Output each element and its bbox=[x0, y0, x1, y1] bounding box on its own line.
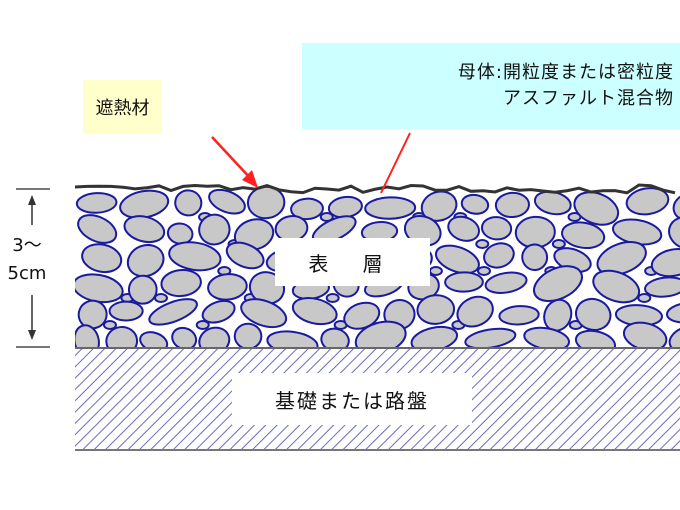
stone bbox=[668, 325, 680, 348]
stone bbox=[447, 215, 481, 242]
stone bbox=[201, 299, 236, 324]
stone bbox=[533, 265, 583, 302]
small-stone bbox=[475, 239, 490, 249]
matrix-callout: 母体:開粒度または密粒度 アスファルト混合物 bbox=[302, 43, 680, 129]
stone bbox=[233, 218, 275, 251]
stone bbox=[480, 216, 513, 241]
stone bbox=[575, 297, 612, 332]
base-layer-label: 基礎または路盤 bbox=[232, 373, 472, 425]
stone bbox=[592, 269, 641, 304]
thickness-line1: 3～ bbox=[12, 235, 42, 256]
stone bbox=[622, 321, 668, 348]
thickness-line2: 5cm bbox=[7, 263, 47, 284]
stone bbox=[77, 214, 118, 244]
stone bbox=[160, 268, 202, 298]
surface-layer-text: 表 層 bbox=[308, 251, 397, 276]
stone bbox=[410, 325, 459, 348]
stone bbox=[456, 295, 494, 328]
stone bbox=[672, 191, 680, 222]
stone bbox=[75, 324, 100, 348]
heat-shield-arrow bbox=[211, 136, 253, 181]
stone bbox=[139, 331, 169, 348]
stone bbox=[126, 243, 165, 278]
stone bbox=[266, 330, 319, 348]
stone bbox=[207, 273, 248, 301]
arrow-head-icon bbox=[242, 170, 258, 188]
small-stone bbox=[195, 320, 210, 330]
stone bbox=[625, 187, 670, 216]
small-stone bbox=[637, 293, 652, 303]
stone bbox=[240, 298, 288, 329]
stone bbox=[561, 221, 606, 249]
stone bbox=[460, 193, 490, 215]
stone bbox=[233, 322, 263, 348]
heat-shield-callout: 遮熱材 bbox=[83, 80, 162, 134]
stone bbox=[168, 241, 222, 272]
arrow-down-icon bbox=[28, 330, 36, 340]
small-stone bbox=[153, 293, 168, 303]
stone bbox=[521, 243, 549, 271]
stone bbox=[650, 248, 680, 278]
stone bbox=[354, 320, 407, 348]
stone bbox=[174, 189, 203, 217]
stone bbox=[81, 243, 123, 274]
stone bbox=[483, 242, 515, 269]
heat-shield-coating bbox=[74, 183, 676, 195]
matrix-pointer-line bbox=[380, 132, 411, 194]
stone bbox=[484, 271, 528, 294]
stone bbox=[198, 213, 231, 246]
thickness-label: 3～ 5cm bbox=[2, 232, 52, 288]
stone bbox=[225, 241, 265, 270]
small-stone bbox=[551, 239, 566, 249]
stone bbox=[148, 298, 198, 326]
stone bbox=[291, 297, 338, 326]
small-stone bbox=[102, 320, 117, 330]
stone bbox=[420, 190, 458, 222]
stone bbox=[494, 191, 530, 219]
matrix-label-line1: 母体:開粒度または密粒度 bbox=[457, 62, 674, 83]
stone bbox=[573, 191, 620, 226]
stone bbox=[498, 305, 540, 326]
stone bbox=[523, 326, 571, 348]
stone bbox=[574, 329, 617, 348]
heat-shield-label: 遮熱材 bbox=[95, 98, 150, 119]
matrix-label-line2: アスファルト混合物 bbox=[503, 88, 674, 109]
base-layer-text: 基礎または路盤 bbox=[275, 388, 429, 413]
stone bbox=[123, 215, 166, 244]
stone bbox=[108, 300, 144, 322]
arrow-up-icon bbox=[28, 195, 36, 205]
small-stone bbox=[319, 212, 334, 222]
stone bbox=[416, 294, 456, 325]
stone bbox=[105, 325, 139, 348]
small-stone bbox=[476, 266, 491, 276]
stone bbox=[435, 244, 480, 275]
small-stone bbox=[325, 293, 340, 303]
stone bbox=[596, 241, 647, 276]
surface-layer-label: 表 層 bbox=[275, 238, 430, 286]
stone bbox=[444, 271, 484, 293]
stone bbox=[644, 276, 680, 298]
stone bbox=[320, 327, 350, 348]
stone bbox=[364, 196, 417, 220]
small-stone bbox=[428, 266, 443, 276]
stone bbox=[75, 192, 118, 214]
stone bbox=[668, 215, 680, 251]
stone bbox=[665, 301, 680, 324]
stone bbox=[77, 299, 108, 330]
stone bbox=[127, 274, 158, 305]
stone bbox=[290, 197, 324, 221]
stone bbox=[208, 188, 246, 215]
